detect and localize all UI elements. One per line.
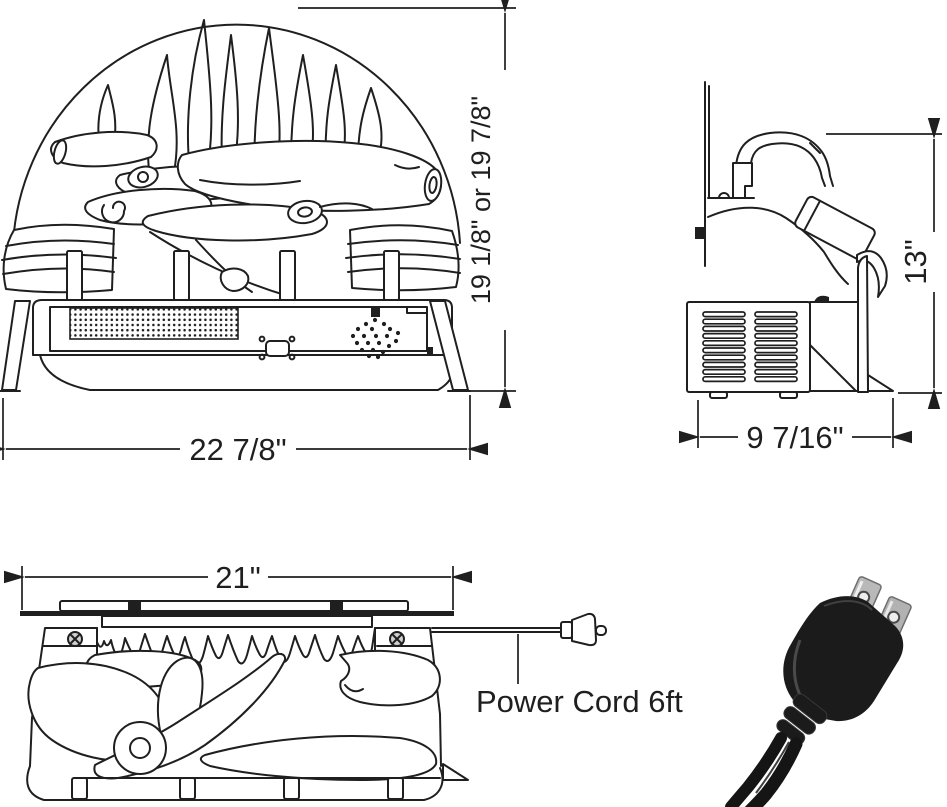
front-width-dimension: 22 7/8" [0, 395, 489, 467]
rear-view-drawing: 21" [3, 560, 683, 801]
rear-width-dimension: 21" [3, 560, 473, 610]
cord-plug-sketch [560, 621, 573, 639]
front-dome-arch [12, 23, 461, 244]
plug-body [783, 596, 904, 722]
side-rear-leg [857, 255, 869, 393]
plug-photo [725, 576, 912, 807]
side-height-dimension: 13" [826, 117, 942, 410]
side-handle [732, 131, 834, 199]
front-hearth-right-roll [345, 224, 461, 292]
front-control [258, 335, 296, 361]
side-depth-label: 9 7/16" [746, 420, 843, 455]
side-height-label: 13" [898, 239, 933, 285]
front-grate-posts [66, 250, 400, 301]
rear-power-cord: Power Cord 6ft [431, 612, 683, 719]
front-hanger-tab [371, 306, 380, 317]
rear-top-plate [20, 600, 454, 628]
rear-screws [67, 631, 405, 647]
side-depth-dimension: 9 7/16" [678, 398, 913, 455]
front-hearth-left-roll [1, 223, 117, 294]
side-view-drawing: 13" 9 7/16" [678, 81, 942, 455]
side-base [686, 295, 859, 399]
side-bracket [856, 250, 888, 298]
side-log [794, 195, 876, 261]
power-cord-label: Power Cord 6ft [476, 684, 683, 719]
front-width-label: 22 7/8" [189, 432, 286, 467]
plug-cord [725, 732, 803, 807]
front-logs [50, 130, 443, 297]
rear-bottom-tray [26, 763, 469, 801]
front-height-label: 19 1/8" or 19 7/8" [466, 96, 496, 304]
front-base [32, 299, 455, 391]
rear-width-label: 21" [215, 560, 261, 595]
front-plinth [39, 354, 455, 391]
front-speaker-dots [350, 317, 401, 360]
front-height-dimension: 19 1/8" or 19 7/8" [298, 0, 516, 409]
rear-logs [27, 649, 441, 781]
rear-flame-cutouts [96, 627, 376, 665]
front-legs [0, 300, 471, 392]
front-heater-vent [69, 307, 239, 340]
front-view-drawing: 22 7/8" 19 1/8" or 19 7/8" [0, 0, 516, 467]
